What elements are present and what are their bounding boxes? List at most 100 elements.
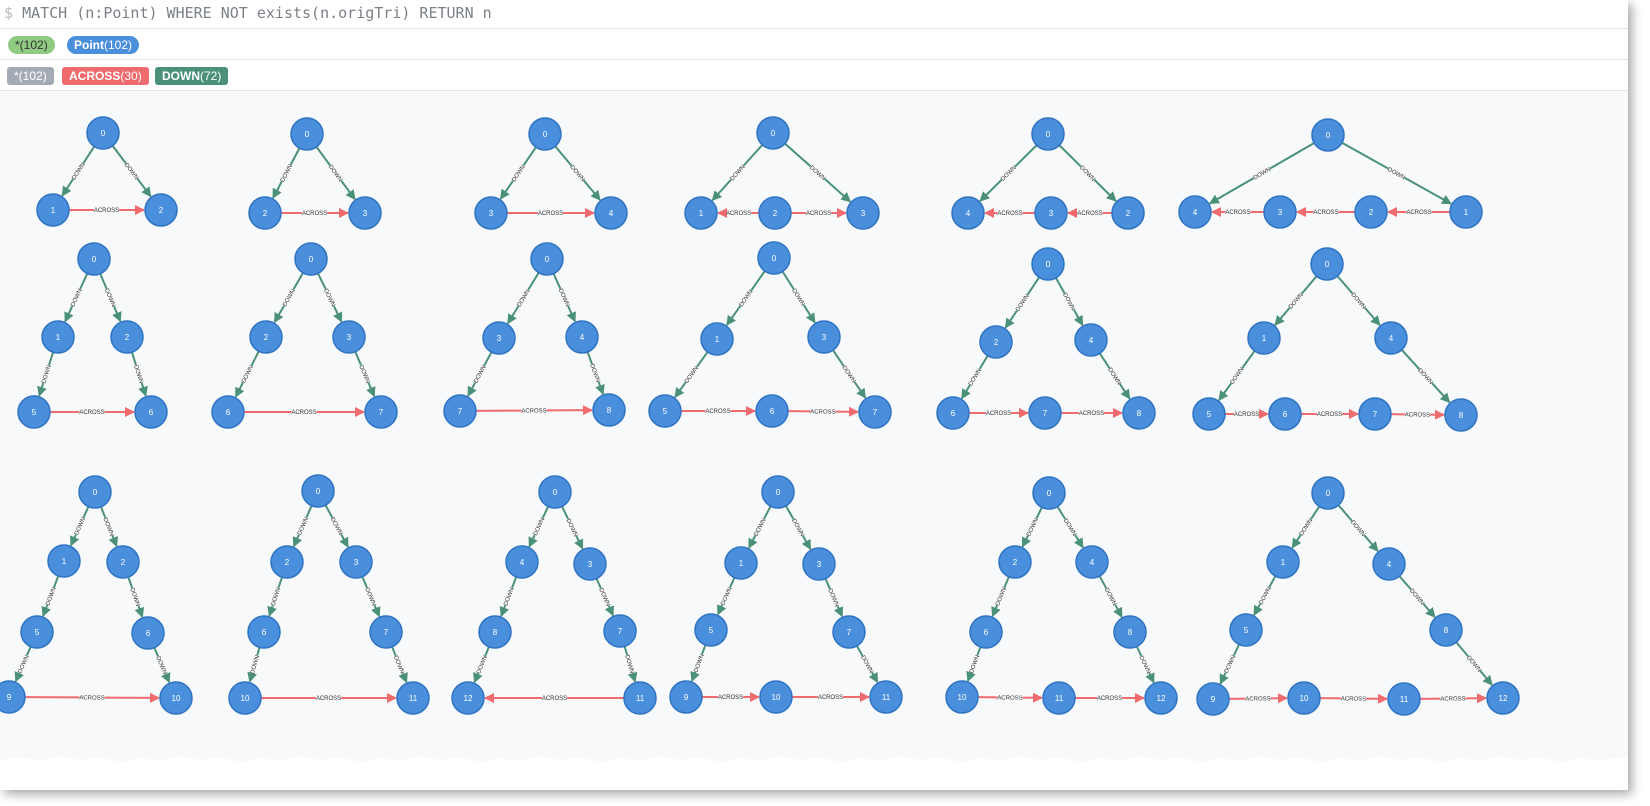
down-relationship-line[interactable]: [511, 576, 518, 589]
point-node-circle[interactable]: [1034, 196, 1068, 230]
down-relationship-line[interactable]: [717, 604, 727, 616]
down-relationship[interactable]: DOWN: [247, 647, 261, 683]
down-relationship[interactable]: DOWN: [272, 147, 301, 199]
down-relationship-line[interactable]: [1021, 535, 1031, 548]
point-node[interactable]: 6: [134, 395, 168, 429]
down-relationship[interactable]: DOWN: [41, 575, 60, 618]
across-relationship[interactable]: ACROSS: [1061, 408, 1123, 418]
point-node[interactable]: 7: [1028, 396, 1062, 430]
legend-node-point[interactable]: Point(102): [67, 36, 140, 54]
down-relationship[interactable]: DOWN: [14, 646, 32, 683]
down-relationship-line[interactable]: [1035, 506, 1043, 520]
point-node-circle[interactable]: [759, 680, 793, 714]
down-relationship-line[interactable]: [1218, 382, 1233, 402]
point-node-circle[interactable]: [36, 193, 70, 227]
down-relationship-line[interactable]: [750, 270, 766, 291]
down-relationship[interactable]: DOWN: [979, 144, 1038, 202]
point-node-circle[interactable]: [478, 615, 512, 649]
across-relationship[interactable]: ACROSS: [1387, 207, 1450, 217]
down-relationship[interactable]: DOWN: [499, 146, 537, 200]
down-relationship[interactable]: DOWN: [273, 272, 304, 324]
down-relationship[interactable]: DOWN: [499, 576, 518, 618]
down-relationship-line[interactable]: [960, 384, 971, 400]
down-relationship[interactable]: DOWN: [1056, 506, 1084, 549]
point-node-circle[interactable]: [846, 196, 880, 230]
point-node-circle[interactable]: [724, 546, 758, 580]
down-relationship-line[interactable]: [991, 604, 1001, 618]
point-node[interactable]: 3: [573, 547, 607, 581]
down-relationship-line[interactable]: [527, 272, 540, 291]
point-node-circle[interactable]: [592, 393, 626, 427]
down-relationship-line[interactable]: [53, 575, 60, 588]
down-relationship-line[interactable]: [1073, 309, 1084, 327]
down-relationship[interactable]: DOWN: [554, 145, 601, 201]
point-node[interactable]: 1: [724, 546, 758, 580]
point-node[interactable]: 0: [290, 117, 324, 151]
down-relationship-line[interactable]: [824, 578, 831, 590]
down-relationship-line[interactable]: [354, 351, 363, 366]
across-relationship[interactable]: ACROSS: [681, 406, 756, 416]
down-relationship[interactable]: DOWN: [473, 646, 490, 684]
down-relationship[interactable]: DOWN: [391, 646, 408, 684]
down-relationship-line[interactable]: [1404, 176, 1453, 205]
down-relationship-line[interactable]: [554, 145, 573, 167]
point-node[interactable]: 0: [78, 475, 112, 509]
down-relationship-line[interactable]: [1401, 349, 1421, 370]
point-node[interactable]: 0: [761, 475, 795, 509]
down-relationship-line[interactable]: [856, 645, 864, 657]
point-node-circle[interactable]: [1486, 681, 1520, 715]
down-relationship-line[interactable]: [1135, 646, 1143, 657]
down-relationship-line[interactable]: [292, 534, 302, 548]
point-node-circle[interactable]: [802, 547, 836, 581]
point-node[interactable]: 2: [998, 545, 1032, 579]
down-relationship-line[interactable]: [1026, 276, 1040, 296]
down-relationship[interactable]: DOWN: [1401, 349, 1451, 404]
point-node-circle[interactable]: [1311, 118, 1345, 152]
down-relationship-line[interactable]: [595, 381, 605, 395]
across-relationship[interactable]: ACROSS: [507, 208, 595, 218]
point-node-circle[interactable]: [700, 322, 734, 356]
point-node-circle[interactable]: [1444, 398, 1478, 432]
point-node-circle[interactable]: [17, 395, 51, 429]
point-node[interactable]: 2: [270, 545, 304, 579]
down-relationship[interactable]: DOWN: [1274, 275, 1318, 326]
down-relationship-line[interactable]: [868, 671, 879, 684]
down-relationship-line[interactable]: [108, 534, 118, 548]
down-relationship-line[interactable]: [70, 534, 80, 547]
down-relationship-line[interactable]: [153, 647, 160, 657]
down-relationship[interactable]: DOWN: [1058, 144, 1117, 202]
across-relationship[interactable]: ACROSS: [969, 408, 1029, 418]
down-relationship-line[interactable]: [292, 272, 304, 290]
point-node[interactable]: 3: [1263, 195, 1297, 229]
down-relationship-line[interactable]: [1341, 141, 1389, 170]
down-relationship[interactable]: DOWN: [1055, 277, 1084, 327]
down-relationship-line[interactable]: [1336, 275, 1354, 295]
down-relationship-line[interactable]: [1291, 534, 1302, 549]
point-node-circle[interactable]: [1354, 195, 1388, 229]
point-node-circle[interactable]: [1387, 682, 1421, 716]
point-node[interactable]: 1: [1449, 195, 1483, 229]
point-node-circle[interactable]: [1178, 195, 1212, 229]
query-editor[interactable]: $ MATCH (n:Point) WHERE NOT exists(n.ori…: [0, 0, 1628, 29]
point-node-circle[interactable]: [339, 545, 373, 579]
down-relationship-line[interactable]: [467, 381, 477, 397]
point-node-circle[interactable]: [270, 545, 304, 579]
down-relationship-line[interactable]: [742, 144, 764, 167]
point-node[interactable]: 0: [756, 116, 790, 150]
across-relationship[interactable]: ACROSS: [791, 208, 847, 218]
down-relationship[interactable]: DOWN: [1098, 575, 1123, 618]
down-relationship-line[interactable]: [1098, 352, 1111, 369]
point-node-circle[interactable]: [41, 320, 75, 354]
down-relationship-line[interactable]: [701, 644, 707, 655]
down-relationship-line[interactable]: [1074, 534, 1084, 549]
down-relationship[interactable]: DOWN: [130, 351, 148, 397]
point-node-circle[interactable]: [1113, 615, 1147, 649]
down-relationship-line[interactable]: [978, 355, 989, 370]
point-node-circle[interactable]: [290, 117, 324, 151]
down-relationship-line[interactable]: [966, 670, 976, 682]
point-node-circle[interactable]: [538, 475, 572, 509]
down-relationship-line[interactable]: [674, 381, 687, 399]
down-relationship[interactable]: DOWN: [317, 272, 343, 323]
down-relationship-line[interactable]: [82, 145, 96, 164]
down-relationship-line[interactable]: [305, 505, 313, 518]
